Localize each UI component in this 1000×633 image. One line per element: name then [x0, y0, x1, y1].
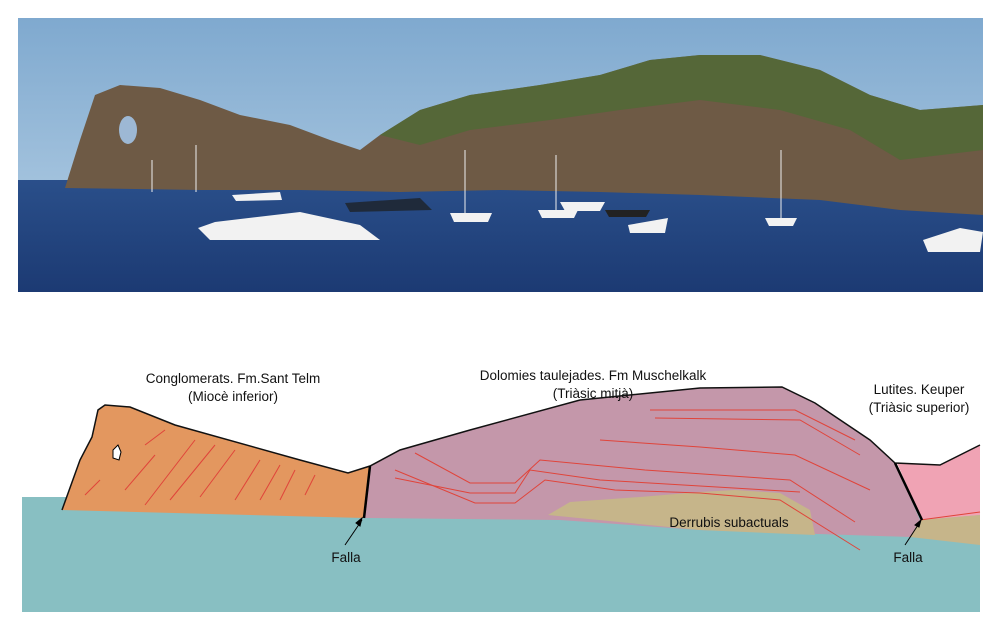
arch-hole — [112, 444, 122, 461]
conglomerats-layer — [62, 405, 370, 518]
label-conglomerats-age: (Miocè inferior) — [188, 389, 278, 404]
label-dolomies: Dolomies taulejades. Fm Muschelkalk — [480, 368, 707, 383]
label-conglomerats: Conglomerats. Fm.Sant Telm — [146, 371, 321, 386]
label-lutites-age: (Triàsic superior) — [869, 400, 970, 415]
label-lutites: Lutites. Keuper — [874, 382, 965, 397]
strata-lines — [84, 409, 981, 551]
topographic-profile — [61, 386, 981, 511]
rock-arch — [119, 116, 137, 144]
derrubis-right-layer — [910, 515, 980, 545]
boats — [198, 192, 983, 252]
fault-arrows — [344, 516, 922, 546]
fault-right — [893, 462, 924, 521]
label-falla-left: Falla — [331, 550, 361, 565]
derrubis-layer — [548, 490, 815, 535]
masts — [151, 145, 782, 218]
label-derrubis: Derrubis subactuals — [669, 515, 789, 530]
label-falla-right: Falla — [893, 550, 923, 565]
lutites-layer — [897, 445, 980, 520]
fault-left — [362, 465, 372, 519]
pine-trees — [380, 55, 983, 160]
label-dolomies-age: (Triàsic mitjà) — [553, 386, 634, 401]
